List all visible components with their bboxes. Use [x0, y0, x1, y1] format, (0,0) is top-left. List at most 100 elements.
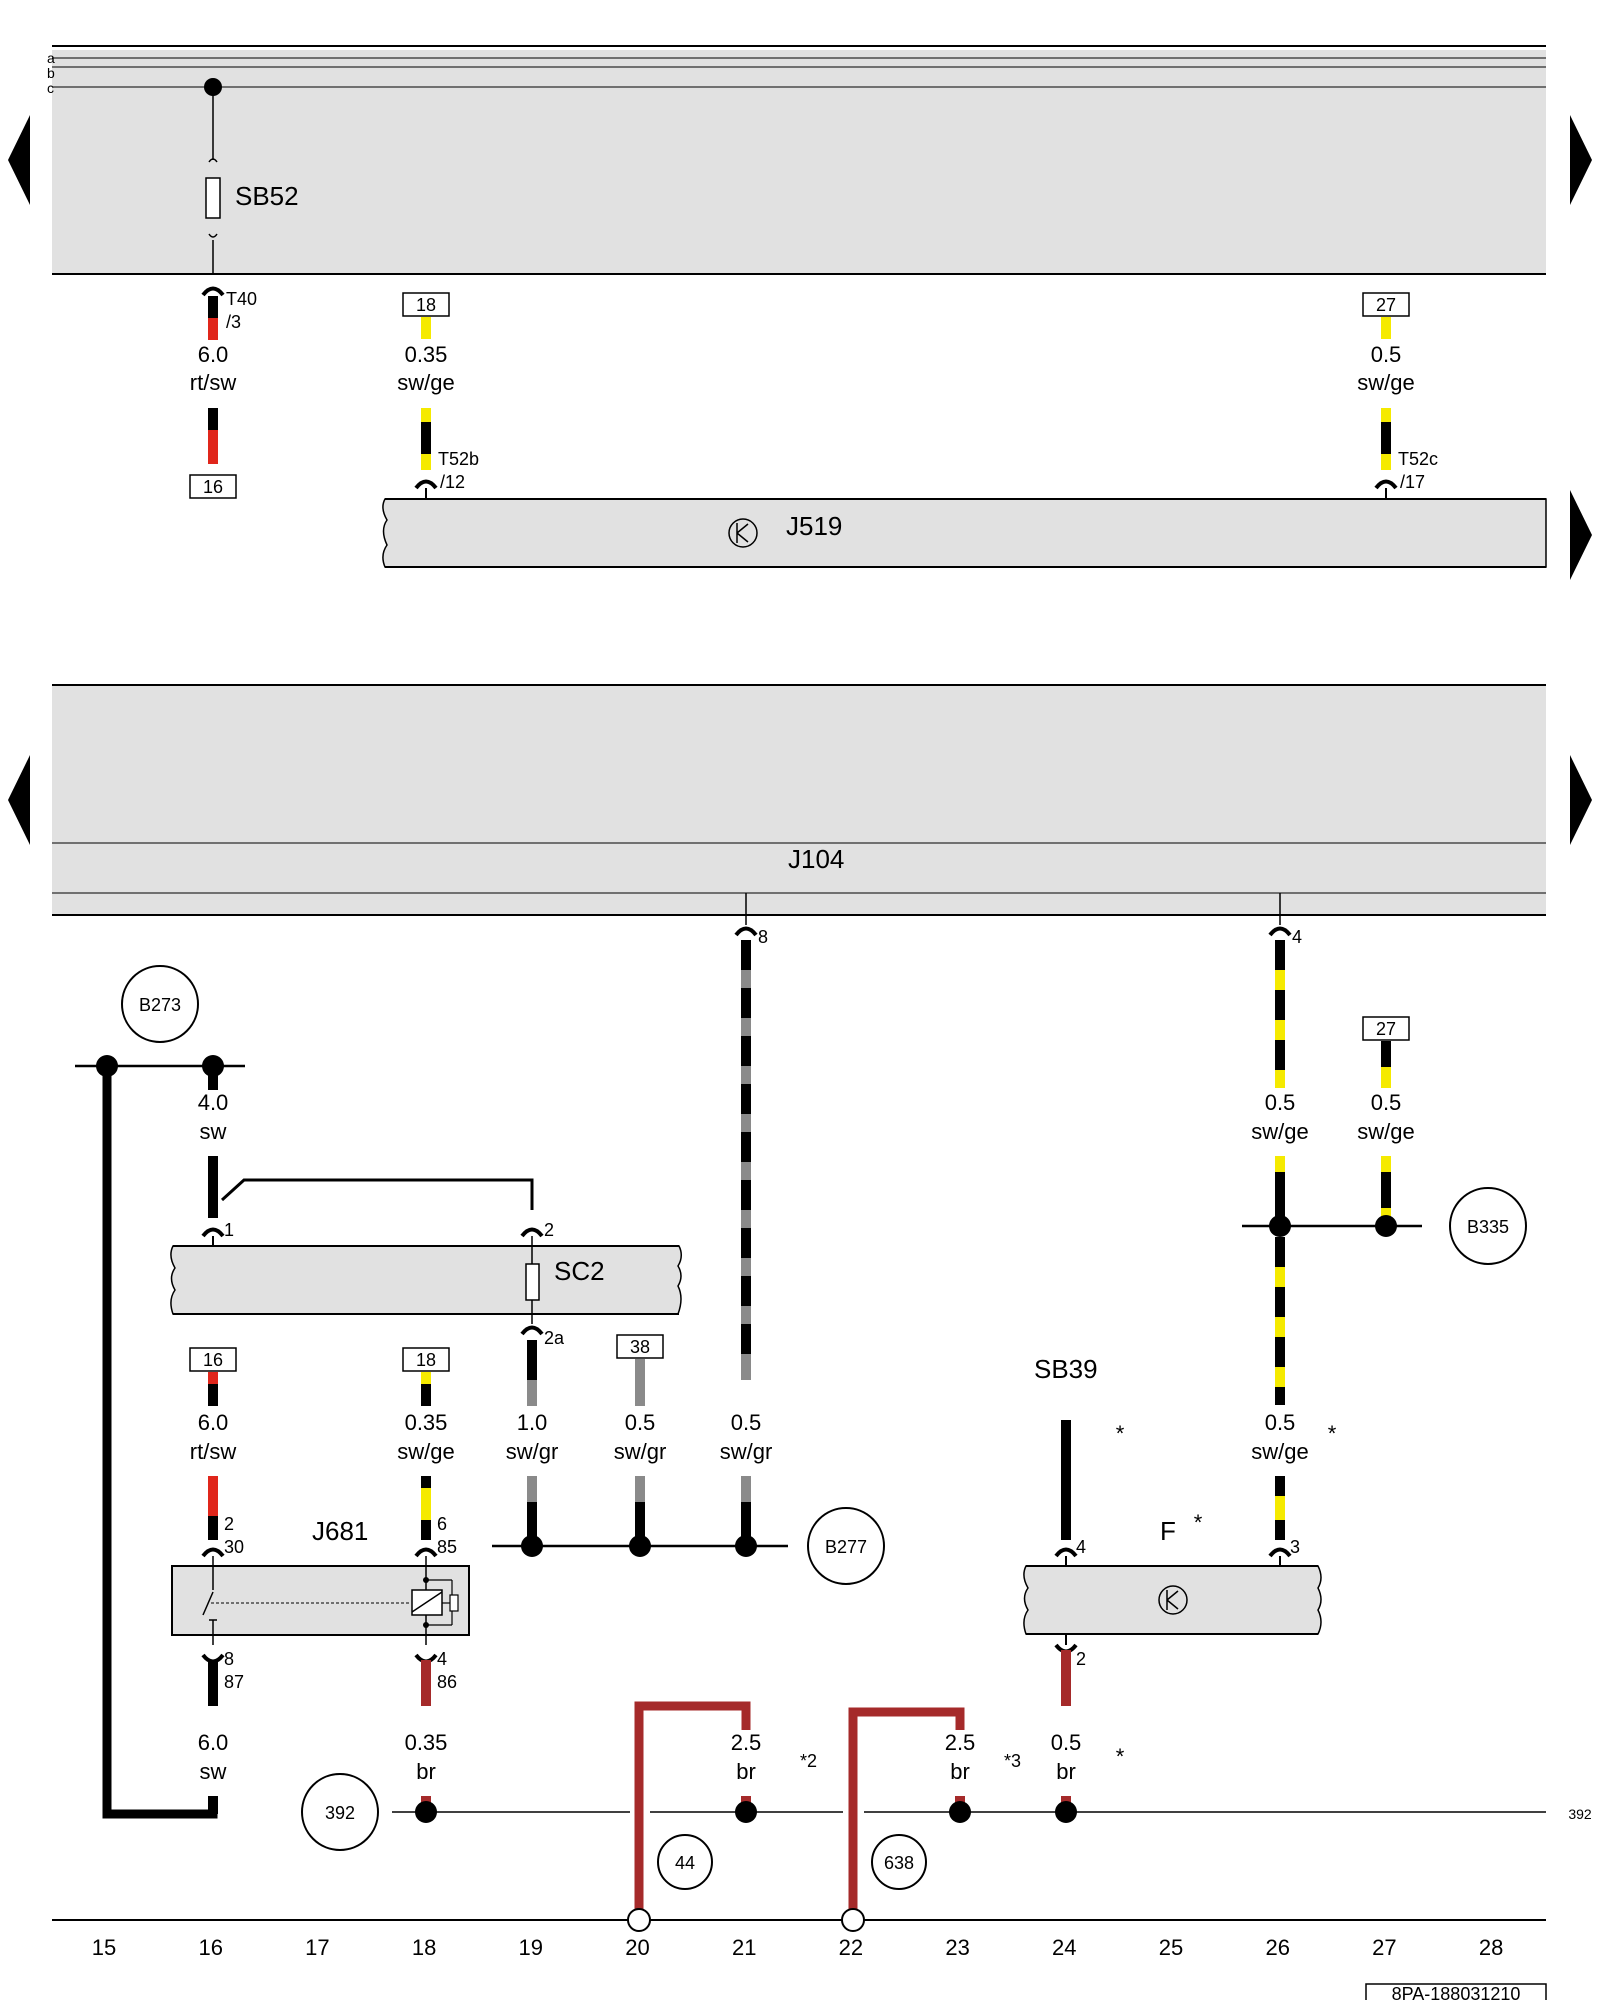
- wire-86-size: 0.35: [405, 1730, 448, 1755]
- splice-dot-b277-b: [629, 1535, 651, 1557]
- wire-j104-4-color: sw/ge: [1251, 1119, 1308, 1144]
- svg-text:87: 87: [224, 1672, 244, 1692]
- wire-j104-8: [741, 940, 751, 1380]
- wire-18-color: sw/ge: [397, 1439, 454, 1464]
- wire-87-color: sw: [200, 1759, 227, 1784]
- svg-text:4: 4: [1292, 927, 1302, 947]
- connector-t52c: [1374, 479, 1398, 490]
- ref-box-27-mid: [1362, 1016, 1410, 1041]
- wire-38-size: 0.5: [625, 1410, 656, 1435]
- fuse-sb52-label: SB52: [235, 181, 299, 211]
- wire-87-size: 6.0: [198, 1730, 229, 1755]
- column-label: 23: [945, 1935, 969, 1960]
- wire-t40-color: rt/sw: [190, 370, 237, 395]
- transistor-icon-f: [1158, 1585, 1188, 1615]
- svg-text:18: 18: [416, 295, 436, 315]
- fuse-holder-sc2: [170, 1245, 682, 1315]
- module-j519: [382, 498, 1547, 568]
- column-label: 19: [519, 1935, 543, 1960]
- svg-text:3: 3: [1290, 1537, 1300, 1557]
- svg-text:B277: B277: [825, 1537, 867, 1557]
- svg-text:6: 6: [437, 1514, 447, 1534]
- module-j104-label: J104: [788, 844, 844, 874]
- wire-j104-8-color: sw/gr: [720, 1439, 773, 1464]
- connector-44: [657, 1834, 713, 1890]
- svg-text:638: 638: [884, 1853, 914, 1873]
- wire-t52c-color: sw/ge: [1357, 370, 1414, 395]
- connector-j681-85: [414, 1547, 438, 1558]
- svg-text:86: 86: [437, 1672, 457, 1692]
- ground-dot-21: [735, 1801, 757, 1823]
- wire-f2-color: br: [1056, 1759, 1076, 1784]
- wire-b273-size: 4.0: [198, 1090, 229, 1115]
- wire-t52c-size: 0.5: [1371, 342, 1402, 367]
- open-connection-20: [627, 1908, 651, 1932]
- svg-text:16: 16: [203, 1350, 223, 1370]
- wire-18-size: 0.35: [405, 1410, 448, 1435]
- wire-27-size: 0.5: [1371, 1090, 1402, 1115]
- svg-text:2: 2: [1076, 1649, 1086, 1669]
- module-f-label: F: [1160, 1516, 1176, 1546]
- wire-j104-8-size: 0.5: [731, 1410, 762, 1435]
- connector-j681-30: [201, 1547, 225, 1558]
- svg-text:1: 1: [224, 1220, 234, 1240]
- wire-86-color: br: [416, 1759, 436, 1784]
- wire-638-brown: [848, 1707, 965, 1920]
- module-f: [1023, 1565, 1322, 1635]
- svg-text:B273: B273: [139, 995, 181, 1015]
- column-label: 20: [625, 1935, 649, 1960]
- svg-text:8: 8: [224, 1649, 234, 1669]
- pin-t40: T40: [226, 289, 257, 309]
- wire-j104-4-upper: [1275, 940, 1285, 1088]
- column-label: 26: [1265, 1935, 1289, 1960]
- wire-f3-size: 0.5: [1265, 1410, 1296, 1435]
- column-label: 21: [732, 1935, 756, 1960]
- nav-left-arrow-top[interactable]: [8, 115, 30, 205]
- splice-dot-b335-a: [1269, 1215, 1291, 1237]
- ref-box-18-low: [402, 1347, 450, 1372]
- nav-right-arrow-top[interactable]: [1570, 115, 1592, 205]
- pin-t52b-num: /12: [440, 472, 465, 492]
- wire-sc2a-color: sw/gr: [506, 1439, 559, 1464]
- column-label: 27: [1372, 1935, 1396, 1960]
- svg-text:2a: 2a: [544, 1328, 565, 1348]
- pin-t52b: T52b: [438, 449, 479, 469]
- column-label: 18: [412, 1935, 436, 1960]
- wire-t52b-color: sw/ge: [397, 370, 454, 395]
- connector-f-3: [1268, 1547, 1292, 1558]
- wire-27-color: sw/ge: [1357, 1119, 1414, 1144]
- connector-t40: [201, 286, 225, 297]
- wire-t52b-size: 0.35: [405, 342, 448, 367]
- svg-text:30: 30: [224, 1537, 244, 1557]
- wire-j104-4-lower: [1275, 1156, 1285, 1226]
- transistor-icon-j519: [728, 518, 758, 548]
- splice-dot-b277-c: [735, 1535, 757, 1557]
- nav-left-arrow-mid[interactable]: [8, 755, 30, 845]
- fuse-sc2-label: SC2: [554, 1256, 605, 1286]
- ref-box-16-low: [189, 1347, 237, 1372]
- svg-text:*2: *2: [800, 1751, 817, 1771]
- bus-392-continuation[interactable]: 392: [1568, 1806, 1592, 1822]
- connector-b335: [1449, 1187, 1527, 1265]
- svg-text:392: 392: [325, 1803, 355, 1823]
- column-label: 17: [305, 1935, 329, 1960]
- pin-t52c-num: /17: [1400, 472, 1425, 492]
- svg-text:2: 2: [544, 1220, 554, 1240]
- column-label: 25: [1159, 1935, 1183, 1960]
- connector-sc2-2a: [520, 1325, 544, 1336]
- ref-box-16-top: [189, 474, 237, 499]
- wire-j104-4-size: 0.5: [1265, 1090, 1296, 1115]
- ref-box-38-low: [616, 1334, 664, 1359]
- svg-text:18: 18: [416, 1350, 436, 1370]
- open-connection-22: [841, 1908, 865, 1932]
- svg-text:2: 2: [224, 1514, 234, 1534]
- bus-label-a: a: [47, 50, 55, 66]
- nav-right-arrow-j519[interactable]: [1570, 490, 1592, 580]
- svg-text:*: *: [1116, 1421, 1125, 1446]
- nav-right-arrow-mid[interactable]: [1570, 755, 1592, 845]
- svg-text:8: 8: [758, 927, 768, 947]
- ref-box-18-top: [402, 292, 450, 317]
- svg-text:27: 27: [1376, 295, 1396, 315]
- connector-b277: [807, 1507, 885, 1585]
- pin-t52c: T52c: [1398, 449, 1438, 469]
